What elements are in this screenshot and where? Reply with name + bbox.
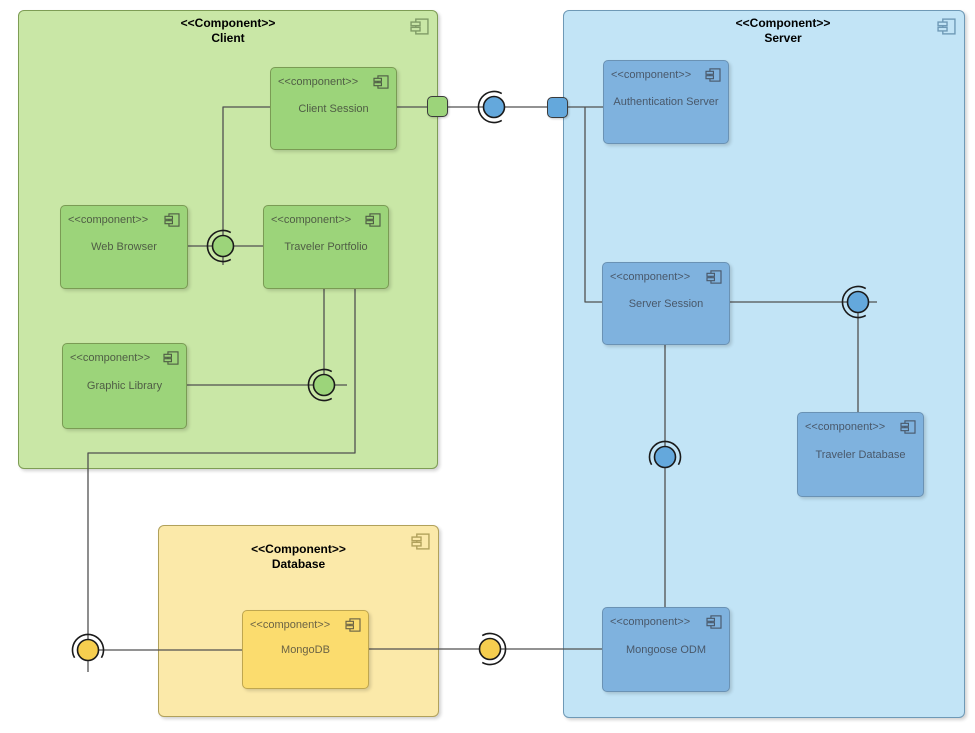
required-interface-socket[interactable] bbox=[71, 633, 105, 659]
component-icon bbox=[410, 18, 429, 35]
container-client-name: Client bbox=[211, 31, 245, 45]
container-server-stereotype: <<Component>> bbox=[735, 16, 831, 30]
container-server-header: <<Component>> Server bbox=[683, 16, 883, 46]
component-icon bbox=[705, 68, 721, 82]
stereotype-label: <<component>> bbox=[611, 69, 692, 81]
stereotype-label: <<component>> bbox=[250, 619, 331, 631]
component-icon bbox=[937, 18, 956, 35]
component-name-label: Traveler Portfolio bbox=[284, 241, 368, 253]
component-name-label: MongoDB bbox=[281, 643, 330, 656]
component-icon bbox=[706, 270, 722, 284]
component-icon bbox=[163, 351, 179, 365]
component-traveler-database[interactable]: <<component>> Traveler Database bbox=[797, 412, 924, 497]
server-boundary-port[interactable] bbox=[547, 97, 568, 118]
required-interface-socket[interactable] bbox=[481, 632, 507, 666]
component-icon bbox=[365, 213, 381, 227]
container-database-stereotype: <<Component>> bbox=[251, 542, 346, 556]
component-name-label: Server Session bbox=[628, 297, 704, 310]
stereotype-label: <<component>> bbox=[278, 76, 359, 88]
component-icon bbox=[706, 615, 722, 629]
component-icon bbox=[373, 75, 389, 89]
component-client-session[interactable]: <<component>> Client Session bbox=[270, 67, 397, 150]
component-icon bbox=[900, 420, 916, 434]
stereotype-label: <<component>> bbox=[68, 214, 149, 226]
stereotype-label: <<component>> bbox=[610, 616, 691, 628]
client-boundary-port[interactable] bbox=[427, 96, 448, 117]
component-server-session[interactable]: <<component>> Server Session bbox=[602, 262, 730, 345]
component-graphic-library[interactable]: <<component>> Graphic Library bbox=[62, 343, 187, 429]
container-client-stereotype: <<Component>> bbox=[180, 16, 276, 30]
provided-interface-ball[interactable] bbox=[76, 638, 100, 662]
stereotype-label: <<component>> bbox=[271, 214, 352, 226]
component-icon bbox=[345, 618, 361, 632]
container-client-header: <<Component>> Client bbox=[19, 16, 437, 46]
stereotype-label: <<component>> bbox=[805, 421, 886, 433]
component-traveler-portfolio[interactable]: <<component>> Traveler Portfolio bbox=[263, 205, 389, 289]
component-name-label: Client Session bbox=[298, 102, 369, 115]
component-name-label: Web Browser bbox=[91, 241, 157, 253]
provided-interface-ball[interactable] bbox=[478, 637, 502, 661]
container-database-name: Database bbox=[271, 557, 326, 571]
component-mongoose-odm[interactable]: <<component>> Mongoose ODM bbox=[602, 607, 730, 692]
required-interface-socket[interactable] bbox=[477, 90, 503, 124]
component-web-browser[interactable]: <<component>> Web Browser bbox=[60, 205, 188, 289]
container-server-name: Server bbox=[764, 31, 802, 45]
provided-interface-ball[interactable] bbox=[482, 95, 506, 119]
component-icon bbox=[411, 533, 430, 550]
component-name-label: Authentication Server bbox=[613, 96, 719, 108]
component-name-label: Graphic Library bbox=[86, 380, 163, 392]
component-authentication-server[interactable]: <<component>> Authentication Server bbox=[603, 60, 729, 144]
stereotype-label: <<component>> bbox=[610, 271, 691, 283]
component-mongodb[interactable]: <<component>> MongoDB bbox=[242, 610, 369, 689]
stereotype-label: <<component>> bbox=[70, 352, 151, 364]
component-name-label: Mongoose ODM bbox=[625, 643, 707, 656]
component-icon bbox=[164, 213, 180, 227]
container-database-header: <<Component>> Database bbox=[159, 542, 438, 572]
component-name-label: Traveler Database bbox=[815, 448, 906, 461]
